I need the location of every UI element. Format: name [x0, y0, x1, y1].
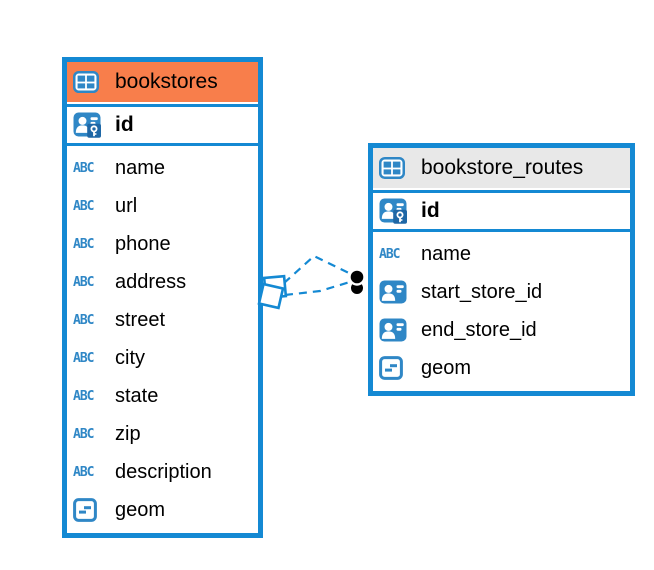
column-label: address: [115, 270, 187, 293]
text-type-icon: ABC: [73, 236, 95, 252]
table-bookstore-routes-header[interactable]: bookstore_routes: [373, 148, 630, 190]
column-label: geom: [421, 356, 472, 379]
column-label: state: [115, 384, 159, 407]
column-row[interactable]: ABC zip: [67, 415, 258, 453]
geometry-type-icon: [379, 356, 413, 380]
text-type-icon: ABC: [73, 274, 95, 290]
foreign-key-icon: [379, 318, 413, 342]
text-type-icon: ABC: [73, 160, 95, 176]
column-row[interactable]: end_store_id: [373, 311, 630, 349]
column-row[interactable]: ABC name: [373, 235, 630, 273]
column-row[interactable]: ABC name: [67, 149, 258, 187]
table-bookstores-header[interactable]: bookstores: [67, 62, 258, 104]
column-label: description: [115, 460, 212, 483]
text-type-icon: ABC: [73, 312, 95, 328]
text-type-icon: ABC: [73, 388, 95, 404]
column-label: city: [115, 346, 145, 369]
primary-key-label: id: [115, 113, 134, 136]
column-row[interactable]: geom: [67, 491, 258, 529]
column-label: name: [421, 242, 472, 265]
column-label: zip: [115, 422, 141, 445]
column-row[interactable]: ABC street: [67, 301, 258, 339]
column-label: geom: [115, 498, 166, 521]
foreign-key-icon: [379, 280, 413, 304]
column-row[interactable]: ABC phone: [67, 225, 258, 263]
overlapping-squares-marker[interactable]: [257, 274, 288, 310]
text-type-icon: ABC: [379, 246, 401, 262]
stacked-dots-marker[interactable]: [348, 268, 366, 296]
relationship-line-lower[interactable]: [284, 280, 351, 297]
column-label: start_store_id: [421, 280, 543, 303]
column-row[interactable]: ABC state: [67, 377, 258, 415]
relationship-line-upper[interactable]: [283, 254, 352, 284]
text-type-icon: ABC: [73, 198, 95, 214]
table-name: bookstores: [115, 70, 218, 93]
column-row[interactable]: start_store_id: [373, 273, 630, 311]
table-icon: [379, 157, 413, 179]
primary-key-icon: [73, 112, 107, 138]
column-label: url: [115, 194, 138, 217]
text-type-icon: ABC: [73, 464, 95, 480]
primary-key-row[interactable]: id: [67, 104, 258, 146]
column-list: ABC name start_store_id end_store_id geom: [373, 232, 630, 391]
column-label: name: [115, 156, 166, 179]
column-row[interactable]: ABC address: [67, 263, 258, 301]
column-row[interactable]: ABC url: [67, 187, 258, 225]
text-type-icon: ABC: [73, 350, 95, 366]
table-icon: [73, 71, 107, 93]
column-row[interactable]: ABC city: [67, 339, 258, 377]
column-label: phone: [115, 232, 171, 255]
table-name: bookstore_routes: [421, 156, 584, 179]
primary-key-icon: [379, 198, 413, 224]
table-bookstore-routes[interactable]: bookstore_routes id ABC name start_store_…: [368, 143, 635, 396]
primary-key-row[interactable]: id: [373, 190, 630, 232]
geometry-type-icon: [73, 498, 107, 522]
column-label: street: [115, 308, 166, 331]
text-type-icon: ABC: [73, 426, 95, 442]
primary-key-label: id: [421, 199, 440, 222]
column-row[interactable]: ABC description: [67, 453, 258, 491]
column-row[interactable]: geom: [373, 349, 630, 387]
column-label: end_store_id: [421, 318, 537, 341]
